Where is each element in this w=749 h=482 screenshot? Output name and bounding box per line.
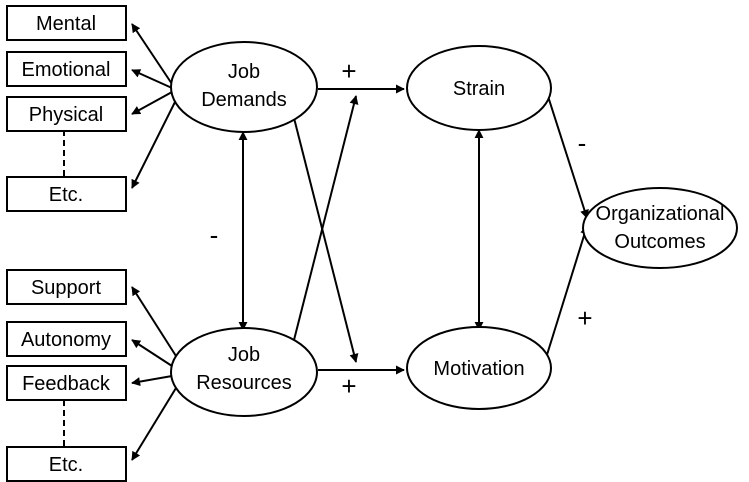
box-physical	[6, 96, 127, 132]
job-resources-label-line1: Job	[228, 344, 260, 366]
path-signs: + + - - +	[210, 56, 593, 401]
edge-resources-autonomy	[131, 339, 173, 367]
box-mental	[6, 5, 127, 41]
box-support	[6, 269, 127, 305]
job-resources-node	[170, 327, 318, 417]
box-resources-etc	[6, 446, 127, 482]
box-physical-label: Physical	[29, 104, 103, 126]
box-emotional-label: Emotional	[22, 59, 111, 81]
sign-motivation-outcomes: +	[577, 303, 592, 333]
box-demands-etc	[6, 176, 127, 212]
organizational-outcomes-label-line2: Outcomes	[614, 231, 705, 253]
edge-motivation-outcomes	[545, 225, 589, 359]
motivation-label: Motivation	[433, 358, 524, 380]
edge-demands-mental	[131, 23, 173, 85]
box-autonomy	[6, 321, 127, 357]
sign-resources-motivation: +	[341, 371, 356, 401]
box-demands-etc-label: Etc.	[49, 184, 83, 206]
edges	[63, 23, 589, 461]
edge-demands-emotional	[131, 69, 173, 89]
job-demands-label-line2: Demands	[201, 89, 287, 111]
edge-strain-outcomes	[545, 89, 589, 219]
organizational-outcomes-label-line1: Organizational	[596, 203, 725, 225]
box-emotional	[6, 51, 127, 87]
box-feedback	[6, 365, 127, 401]
sign-demands-strain: +	[341, 56, 356, 86]
constructs: Job Demands Job Resources Strain Motivat…	[170, 41, 738, 417]
organizational-outcomes-node	[582, 187, 738, 269]
strain-label: Strain	[453, 78, 505, 100]
motivation-node	[406, 326, 552, 410]
strain-node	[406, 45, 552, 131]
sign-strain-outcomes: -	[578, 128, 587, 158]
box-feedback-label: Feedback	[22, 373, 111, 395]
edge-resources-etc	[131, 387, 177, 461]
edge-demands-physical	[131, 91, 173, 115]
edge-resources-support	[131, 286, 177, 357]
box-mental-label: Mental	[36, 13, 96, 35]
job-demands-node	[170, 41, 318, 133]
job-demands-label-line1: Job	[228, 61, 260, 83]
demand-dimensions: Mental Emotional Physical Etc.	[6, 5, 127, 212]
sign-demands-resources: -	[210, 220, 219, 250]
resource-dimensions: Support Autonomy Feedback Etc.	[6, 269, 127, 482]
edge-demands-motivation-cross	[293, 117, 359, 363]
edge-resources-feedback	[131, 375, 173, 387]
edge-demands-etc	[131, 99, 177, 189]
box-resources-etc-label: Etc.	[49, 454, 83, 476]
box-autonomy-label: Autonomy	[21, 329, 111, 351]
job-resources-label-line2: Resources	[196, 372, 292, 394]
box-support-label: Support	[31, 277, 101, 299]
edge-resources-strain-cross	[293, 95, 359, 341]
